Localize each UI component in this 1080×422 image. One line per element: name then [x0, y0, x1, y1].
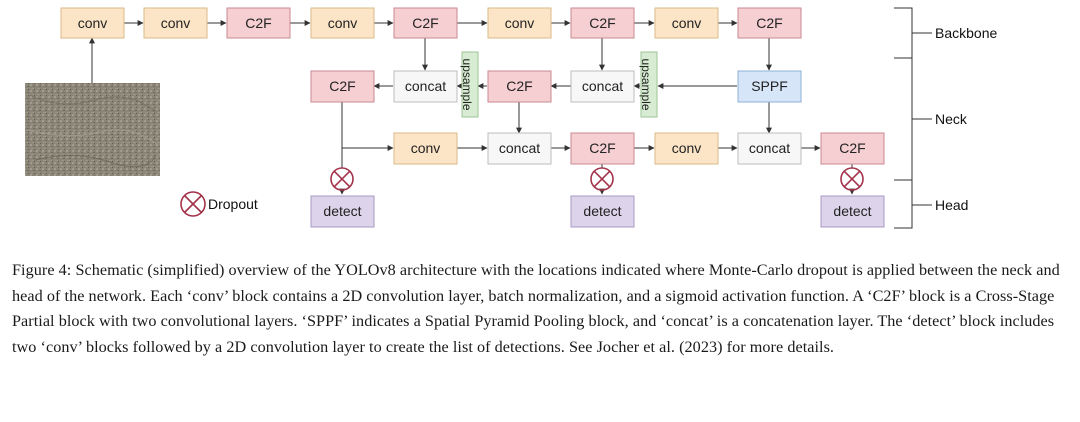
block-label: upsample [460, 58, 474, 110]
block-label: detect [583, 203, 621, 219]
block-label: conv [411, 140, 441, 156]
dropout-icon [840, 167, 864, 191]
block-upsample: upsample [639, 51, 658, 118]
block-detect: detect [310, 195, 375, 228]
block-label: conv [672, 15, 702, 31]
dropout-icon [590, 167, 614, 191]
block-c2f: C2F [570, 132, 635, 165]
legend-label: Dropout [208, 196, 258, 212]
block-label: C2F [412, 15, 438, 31]
connectors [89, 20, 855, 195]
block-conv: conv [143, 7, 208, 39]
block-label: C2F [589, 140, 615, 156]
dropout-icon [180, 191, 206, 217]
figure-caption: Figure 4: Schematic (simplified) overvie… [12, 261, 1060, 356]
block-label: conv [505, 15, 535, 31]
block-label: concat [582, 78, 623, 94]
block-label: concat [749, 140, 790, 156]
block-c2f: C2F [737, 7, 802, 39]
block-concat: concat [393, 70, 458, 103]
stage-brackets [894, 7, 932, 229]
block-label: concat [405, 78, 446, 94]
block-label: C2F [506, 78, 532, 94]
legend-dropout: Dropout [180, 191, 258, 217]
stage-label-head: Head [935, 197, 968, 213]
block-label: conv [161, 15, 191, 31]
block-detect: detect [570, 195, 635, 228]
block-label: C2F [756, 15, 782, 31]
block-label: detect [833, 203, 871, 219]
block-label: C2F [245, 15, 271, 31]
block-conv: conv [60, 7, 125, 39]
block-concat: concat [570, 70, 635, 103]
stage-label-backbone: Backbone [935, 25, 997, 41]
block-c2f: C2F [487, 70, 552, 103]
block-label: conv [328, 15, 358, 31]
block-label: C2F [839, 140, 865, 156]
block-label: detect [323, 203, 361, 219]
block-upsample: upsample [460, 51, 479, 118]
block-label: conv [78, 15, 108, 31]
block-label: SPPF [751, 78, 788, 94]
block-c2f: C2F [310, 70, 375, 103]
block-c2f: C2F [393, 7, 458, 39]
block-sppf: SPPF [737, 70, 802, 103]
block-c2f: C2F [570, 7, 635, 39]
block-label: concat [499, 140, 540, 156]
input-image [25, 83, 160, 176]
block-concat: concat [487, 132, 552, 165]
block-detect: detect [820, 195, 885, 228]
yolov8-architecture-diagram: conv conv C2F conv C2F conv C2F conv C2F… [25, 7, 997, 229]
stage-label-neck: Neck [935, 111, 968, 127]
block-conv: conv [487, 7, 552, 39]
block-conv: conv [654, 132, 719, 165]
block-conv: conv [654, 7, 719, 39]
dropout-icon [330, 167, 354, 191]
block-concat: concat [737, 132, 802, 165]
block-c2f: C2F [820, 132, 885, 165]
block-conv: conv [393, 132, 458, 165]
block-label: upsample [639, 58, 653, 110]
block-label: conv [672, 140, 702, 156]
block-conv: conv [310, 7, 375, 39]
block-c2f: C2F [226, 7, 291, 39]
block-label: C2F [589, 15, 615, 31]
block-label: C2F [329, 78, 355, 94]
